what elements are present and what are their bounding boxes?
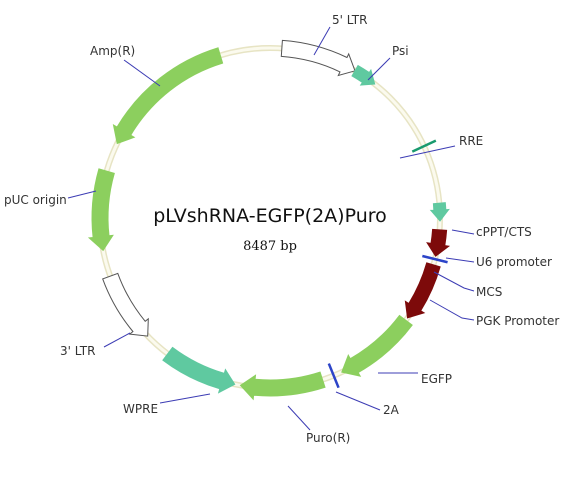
leader-line-ltr5 — [313, 26, 331, 56]
feature-arrow-pgk — [404, 262, 441, 319]
feature-arrow-ltr3 — [102, 272, 149, 337]
label-pgk-promoter: PGK Promoter — [476, 314, 559, 328]
label-egfp: EGFP — [421, 372, 452, 386]
leader-line-cppt — [451, 229, 475, 235]
leader-line-pgk — [429, 299, 475, 321]
feature-arrow-cppt — [429, 202, 450, 222]
label-mcs: MCS — [476, 285, 502, 299]
leader-line-ltr3 — [103, 332, 131, 348]
feature-arrow-puro — [239, 371, 326, 401]
leader-line-rre — [399, 145, 456, 159]
label-5-ltr: 5' LTR — [332, 13, 367, 27]
leader-line-puro — [287, 405, 311, 431]
leader-line-2a — [335, 391, 381, 411]
site-marker-rre — [411, 139, 437, 153]
site-marker-2a — [327, 363, 340, 389]
feature-arrow-egfp — [341, 314, 413, 377]
leader-line-mcs — [433, 271, 475, 292]
label-rre: RRE — [459, 134, 483, 148]
feature-arrow-amp — [112, 47, 224, 145]
leader-line-u6 — [445, 257, 475, 263]
leader-line-psi — [367, 57, 391, 81]
plasmid-size: 8487 bp — [243, 239, 297, 254]
leader-line-amp — [123, 59, 161, 87]
label-3-ltr: 3' LTR — [60, 344, 95, 358]
feature-arrow-u6 — [426, 228, 451, 257]
feature-arrow-ltr5 — [280, 39, 356, 77]
label-cppt-cts: cPPT/CTS — [476, 225, 532, 239]
label-amp: Amp(R) — [90, 44, 135, 58]
feature-arrow-psi — [351, 64, 376, 86]
label-psi: Psi — [392, 44, 409, 58]
site-marker-mcs — [422, 254, 448, 264]
plasmid-name: pLVshRNA-EGFP(2A)Puro — [153, 205, 387, 227]
feature-arrow-wpre — [162, 346, 236, 394]
feature-arrow-puc — [87, 168, 115, 252]
leader-line-wpre — [159, 393, 211, 404]
label-wpre: WPRE — [123, 402, 158, 416]
label-2a: 2A — [383, 403, 400, 417]
label-puc-origin: pUC origin — [4, 193, 67, 207]
leader-line-puc — [67, 190, 97, 199]
label-u6-promoter: U6 promoter — [476, 255, 552, 269]
label-puro: Puro(R) — [306, 431, 350, 445]
